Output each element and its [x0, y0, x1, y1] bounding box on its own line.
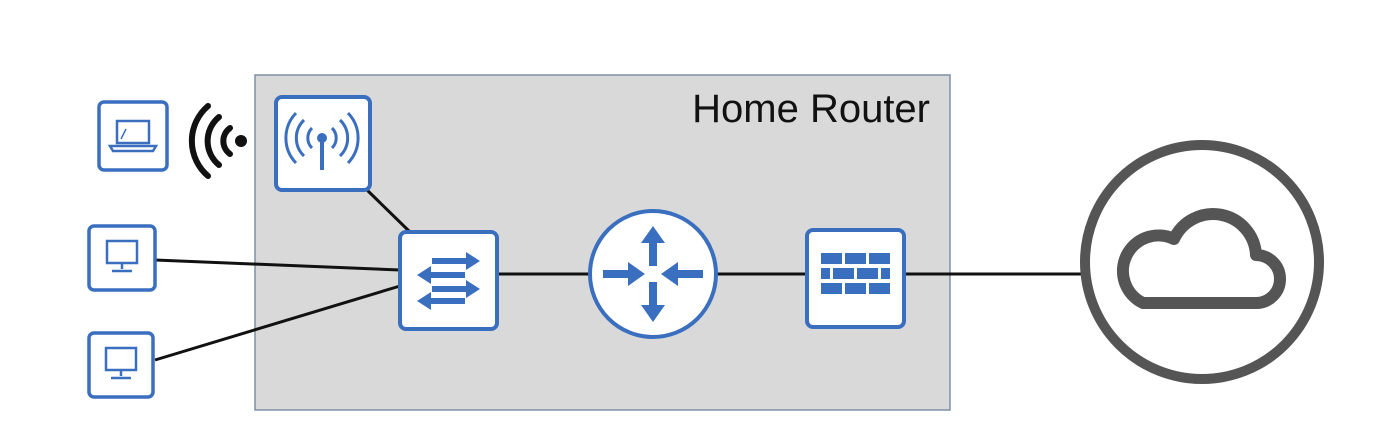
router-title: Home Router: [692, 87, 930, 131]
wireless-access-point-icon[interactable]: [274, 95, 372, 192]
router-icon[interactable]: [588, 209, 718, 339]
wifi-signal-icon: [188, 103, 247, 179]
connection-lines: [154, 188, 1084, 362]
firewall-icon[interactable]: [805, 228, 906, 329]
link-pc1-to-switch: [154, 258, 401, 272]
link-pc2-to-switch: [154, 284, 401, 362]
switch-icon[interactable]: [398, 230, 499, 331]
desktop-pc-icon[interactable]: [87, 331, 155, 399]
laptop-icon[interactable]: [97, 100, 169, 172]
link-ap-to-switch: [365, 188, 412, 234]
cloud-icon[interactable]: [1080, 140, 1324, 384]
desktop-pc-icon[interactable]: [87, 224, 157, 292]
